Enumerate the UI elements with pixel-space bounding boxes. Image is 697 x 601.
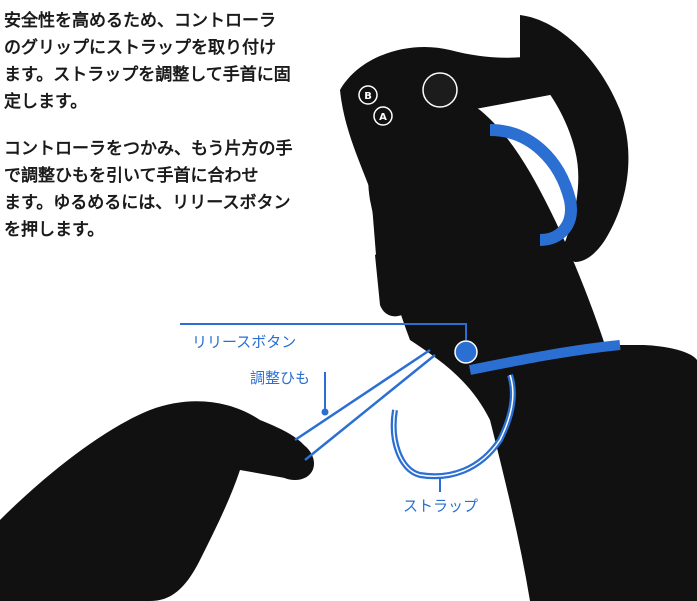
release-button-leader [180,323,467,340]
left-hand-silhouette [0,401,311,601]
fingers-silhouette [370,175,410,317]
strap-loop-inner [393,374,514,477]
adjust-cord [304,354,436,461]
button-b-label: B [364,91,372,102]
instruction-line: 安全性を高めるため、コントローラ [4,11,276,31]
instruction-line: 定します。 [4,92,88,112]
hand-silhouette [368,97,697,601]
instructions: 安全性を高めるため、コントローラ のグリップにストラップを取り付け ます。ストラ… [4,8,314,264]
instruction-line: コントローラをつかみ、もう片方の手 [4,139,293,159]
instruction-paragraph-1: 安全性を高めるため、コントローラ のグリップにストラップを取り付け ます。ストラ… [4,8,314,116]
instruction-paragraph-2: コントローラをつかみ、もう片方の手 で調整ひもを引いて手首に合わせ ます。ゆるめ… [4,136,314,244]
button-a-label: A [379,112,387,123]
thumbstick [422,72,458,108]
left-fingertip-silhouette [269,439,315,480]
strap-label: ストラップ [403,497,479,515]
instruction-line: のグリップにストラップを取り付け [4,38,276,58]
instruction-line: ます。ゆるめるには、リリースボタン [4,193,291,213]
release-button-label: リリースボタン [192,333,297,351]
adjust-cord-2 [294,348,431,442]
instruction-line: を押します。 [4,220,105,240]
wrist-strap [469,340,621,375]
instruction-line: で調整ひもを引いて手首に合わせ [4,166,259,186]
instruction-line: ます。ストラップを調整して手首に固 [4,65,291,85]
adjust-cord-label: 調整ひも [250,369,311,387]
adjust-cord-dot [321,408,329,416]
release-button-icon [454,340,478,364]
strap-band-upper [489,124,577,246]
button-b [358,85,378,105]
button-a [373,106,393,126]
